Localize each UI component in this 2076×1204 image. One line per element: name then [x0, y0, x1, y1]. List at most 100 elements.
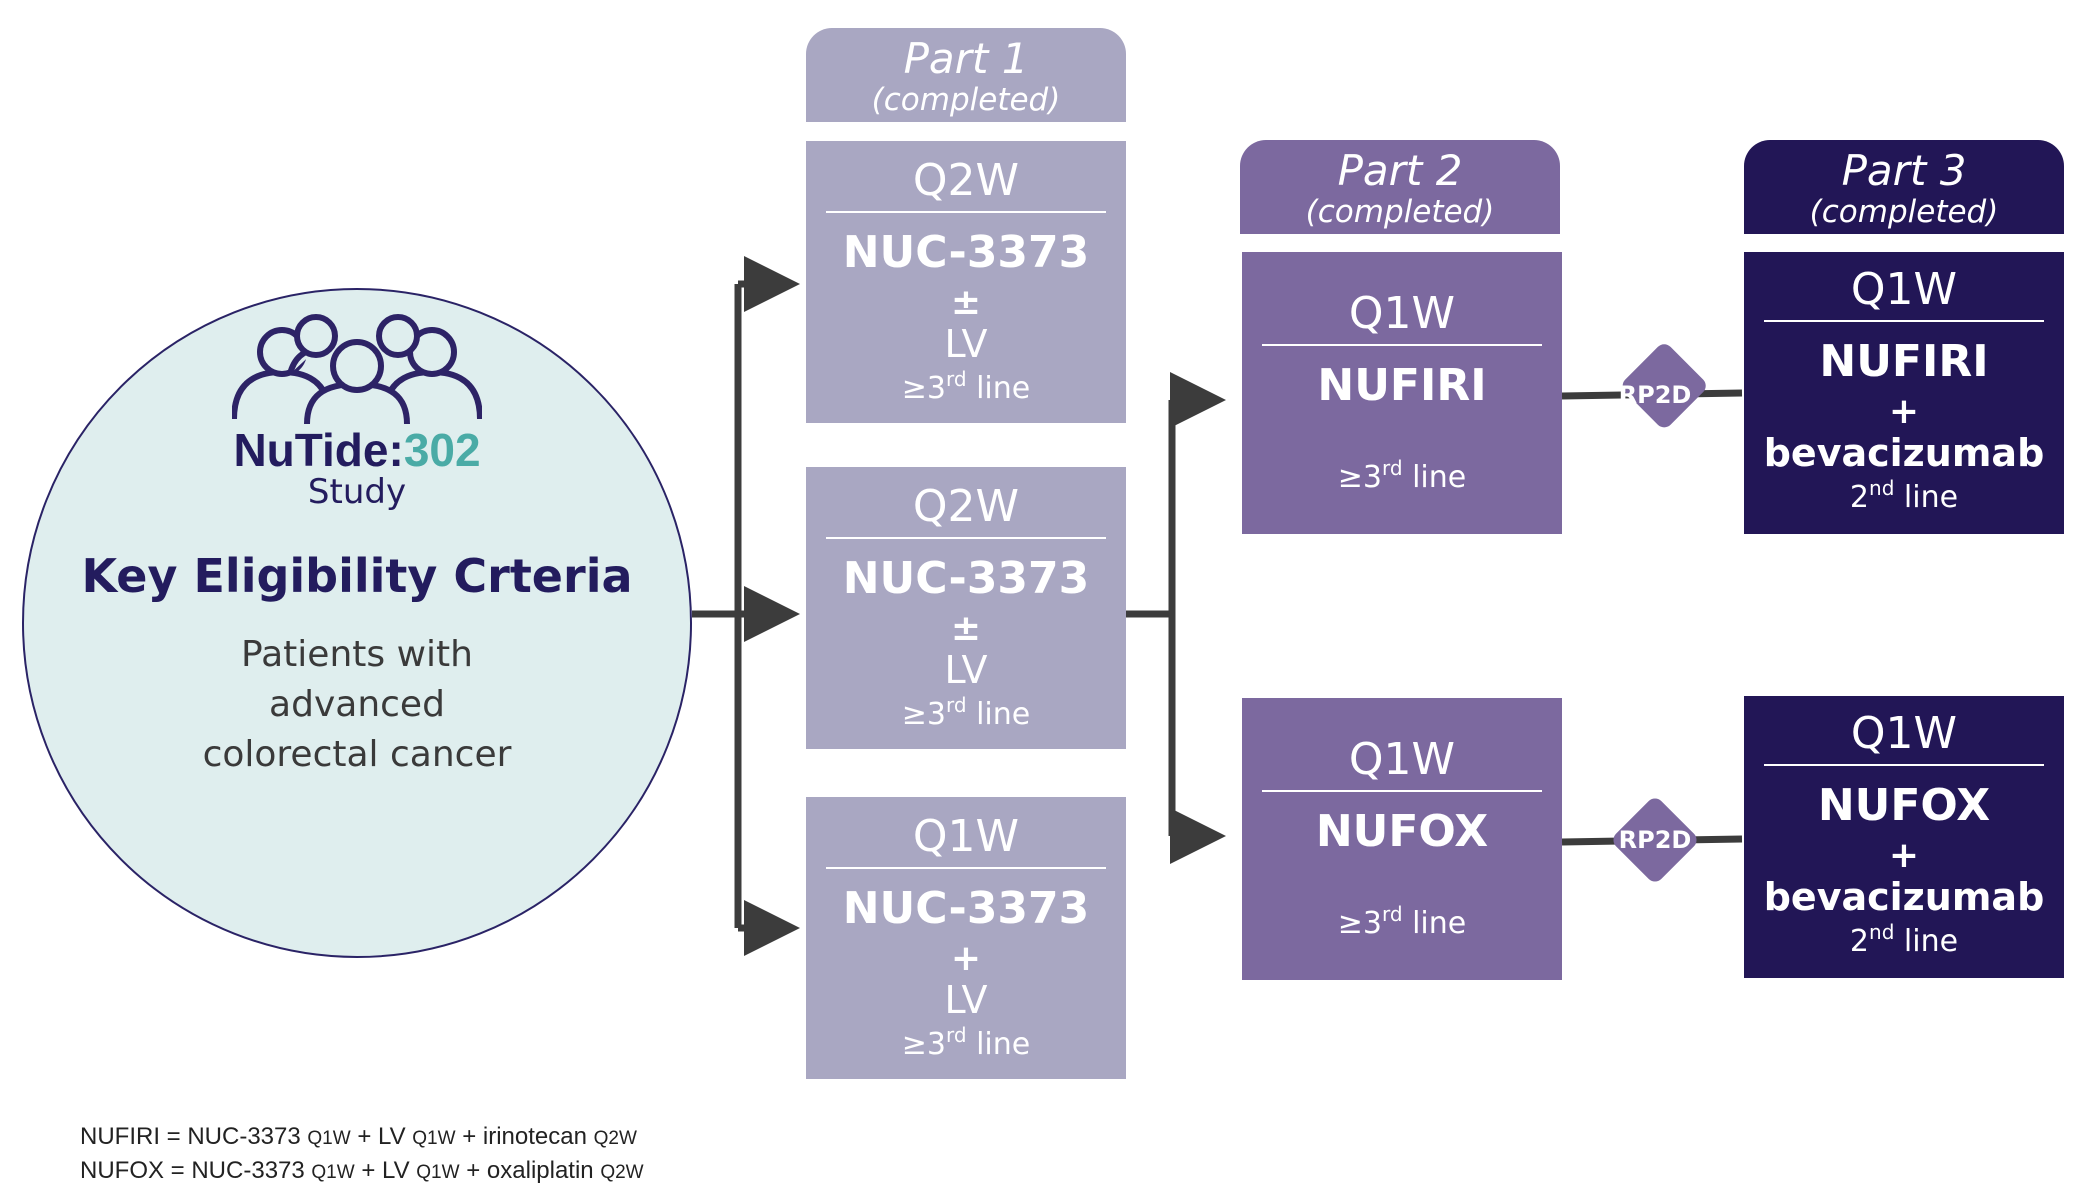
arm-connector: +: [950, 938, 982, 979]
footnote-schedule: Q1W: [311, 1162, 355, 1183]
part2-arm-box: Q1W NUFOX ≥3rd line: [1242, 698, 1562, 980]
brand-number: 302: [403, 424, 481, 476]
line-prefix: ≥3: [1337, 906, 1382, 941]
arm-drug: NUFOX: [1315, 806, 1489, 857]
line-sup: rd: [1381, 902, 1403, 926]
arm-line: ≥3rd line: [1242, 904, 1562, 944]
arm-schedule: Q1W: [1348, 288, 1456, 339]
arm-drug: NUC-3373: [842, 883, 1090, 934]
footnote-schedule: Q1W: [412, 1128, 456, 1149]
arm-line: ≥3rd line: [806, 1025, 1126, 1065]
arm-connector: +: [1888, 835, 1920, 876]
footnote-schedule: Q1W: [416, 1162, 460, 1183]
brand-name: NuTide:: [233, 424, 404, 476]
part2-header: Part 2 (completed): [1240, 140, 1560, 234]
part1-arm-box: Q1W NUC-3373 + LV ≥3rd line: [806, 797, 1126, 1079]
line-suffix: line: [966, 697, 1031, 732]
arm-schedule: Q2W: [912, 481, 1020, 532]
part-status: (completed): [871, 82, 1061, 118]
part3-arm-box: Q1W NUFOX + bevacizumab 2nd line: [1744, 696, 2064, 978]
footnote-text: + LV: [350, 1123, 413, 1150]
arm-line: 2nd line: [1744, 922, 2064, 962]
arm-schedule: Q1W: [1850, 264, 1958, 315]
arm-drug: NUFOX: [1817, 780, 1991, 831]
criteria-title: Key Eligibility Crteria: [81, 549, 633, 603]
part2-arm-box: Q1W NUFIRI ≥3rd line: [1242, 252, 1562, 534]
arm-connector: ±: [950, 282, 982, 323]
footnote-text: + irinotecan: [455, 1123, 594, 1150]
arm-line: 2nd line: [1744, 478, 2064, 518]
arm-connector: ±: [950, 608, 982, 649]
footnote-nufiri: NUFIRI = NUC-3373 Q1W + LV Q1W + irinote…: [80, 1120, 637, 1156]
part1-arm-box: Q2W NUC-3373 ± LV ≥3rd line: [806, 467, 1126, 749]
study-label: Study: [307, 472, 407, 512]
line-prefix: 2: [1849, 924, 1870, 959]
line-sup: rd: [945, 693, 967, 717]
arm-schedule: Q1W: [1348, 734, 1456, 785]
arm-partner: bevacizumab: [1763, 431, 2045, 475]
footnote-schedule: Q2W: [593, 1128, 637, 1149]
arm-divider: [1262, 790, 1542, 792]
arm-divider: [1262, 344, 1542, 346]
line-suffix: line: [966, 371, 1031, 406]
line-sup: nd: [1869, 476, 1895, 500]
line-prefix: 2: [1849, 480, 1870, 515]
part-title: Part 3: [1841, 146, 1967, 195]
criteria-line: advanced: [269, 684, 445, 725]
part-title: Part 1: [903, 34, 1029, 83]
study-brand: NuTide:302: [22, 422, 692, 478]
arm-line: ≥3rd line: [1242, 458, 1562, 498]
line-sup: rd: [945, 1023, 967, 1047]
part3-header: Part 3 (completed): [1744, 140, 2064, 234]
line-prefix: ≥3: [901, 697, 946, 732]
arm-drug: NUC-3373: [842, 553, 1090, 604]
line-prefix: ≥3: [901, 371, 946, 406]
line-sup: nd: [1869, 920, 1895, 944]
arm-schedule: Q1W: [1850, 708, 1958, 759]
arm-drug: NUFIRI: [1317, 360, 1487, 411]
arm-schedule: Q2W: [912, 155, 1020, 206]
line-suffix: line: [1894, 924, 1959, 959]
footnote-text: NUFOX = NUC-3373: [80, 1157, 312, 1184]
part-status: (completed): [1305, 194, 1495, 230]
arm-connector: +: [1888, 391, 1920, 432]
rp2d-diamond-1: [1622, 344, 1706, 428]
footnote-schedule: Q1W: [307, 1128, 351, 1149]
arm-divider: [826, 537, 1106, 539]
arm-partner: LV: [944, 648, 988, 692]
rp2d-label: RP2D: [1618, 826, 1692, 854]
arm-divider: [1764, 320, 2044, 322]
arm-drug: NUFIRI: [1819, 336, 1989, 387]
arm-divider: [826, 867, 1106, 869]
line-suffix: line: [1402, 460, 1467, 495]
arm-schedule: Q1W: [912, 811, 1020, 862]
arm-partner: bevacizumab: [1763, 875, 2045, 919]
rp2d-diamond-2: [1613, 798, 1697, 882]
footnote-text: + LV: [354, 1157, 417, 1184]
arm-divider: [1764, 764, 2044, 766]
arm-partner: LV: [944, 322, 988, 366]
line-suffix: line: [966, 1027, 1031, 1062]
arm-drug: NUC-3373: [842, 227, 1090, 278]
line-sup: rd: [945, 367, 967, 391]
line-prefix: ≥3: [1337, 460, 1382, 495]
criteria-line: Patients with: [241, 634, 473, 675]
part-title: Part 2: [1337, 146, 1463, 195]
part-status: (completed): [1809, 194, 1999, 230]
criteria-line: colorectal cancer: [202, 734, 512, 775]
footnote-nufox: NUFOX = NUC-3373 Q1W + LV Q1W + oxalipla…: [80, 1154, 644, 1190]
footnote-text: + oxaliplatin: [459, 1157, 601, 1184]
line-prefix: ≥3: [901, 1027, 946, 1062]
line-suffix: line: [1894, 480, 1959, 515]
part1-header: Part 1 (completed): [806, 28, 1126, 122]
footnote-schedule: Q2W: [600, 1162, 644, 1183]
part1-arm-box: Q2W NUC-3373 ± LV ≥3rd line: [806, 141, 1126, 423]
line-sup: rd: [1381, 456, 1403, 480]
people-group-icon: [232, 314, 482, 425]
arm-divider: [826, 211, 1106, 213]
line-suffix: line: [1402, 906, 1467, 941]
arm-partner: LV: [944, 978, 988, 1022]
arm-line: ≥3rd line: [806, 695, 1126, 735]
arm-line: ≥3rd line: [806, 369, 1126, 409]
